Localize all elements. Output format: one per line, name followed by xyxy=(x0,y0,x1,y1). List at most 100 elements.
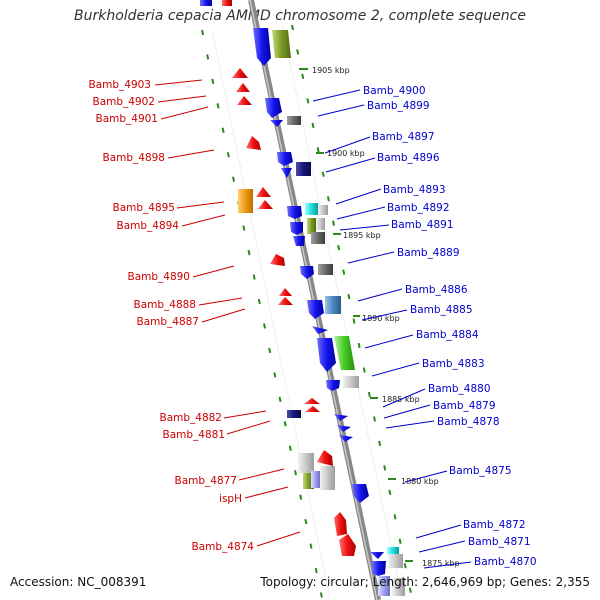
gene-glyph-bamb-4891[interactable] xyxy=(307,218,316,234)
gene-glyph[interactable] xyxy=(296,162,311,176)
gene-label[interactable]: Bamb_4877 xyxy=(174,475,237,487)
guide-lines xyxy=(211,24,403,599)
gene-label[interactable]: Bamb_4879 xyxy=(433,400,496,412)
outer-track-left xyxy=(201,29,323,599)
gene-label[interactable]: Bamb_4872 xyxy=(463,519,526,531)
gene-glyph-bamb-4880[interactable] xyxy=(334,414,348,421)
gene-label[interactable]: Bamb_4891 xyxy=(391,219,454,231)
gene-glyph[interactable] xyxy=(270,120,283,127)
gene-glyph[interactable] xyxy=(320,466,335,490)
gene-glyph-bamb-4874[interactable] xyxy=(334,512,347,536)
gene-glyph-bamb-4900[interactable] xyxy=(253,28,271,66)
gene-glyph[interactable] xyxy=(304,398,320,404)
gene-glyph-bamb-4888[interactable] xyxy=(279,288,292,296)
gene-label[interactable]: Bamb_4894 xyxy=(116,220,179,232)
gene-glyph-bamb-4886[interactable] xyxy=(307,300,324,319)
gene-glyph-bamb-4883[interactable] xyxy=(326,380,340,391)
gene-glyph-bamb-4893[interactable] xyxy=(287,206,302,219)
gene-label[interactable]: Bamb_4902 xyxy=(92,96,155,108)
gene-glyph[interactable] xyxy=(316,218,325,230)
gene-glyph-bamb-4894[interactable] xyxy=(258,200,273,209)
gene-glyph-bamb-4884[interactable] xyxy=(317,338,336,372)
gene-label[interactable]: Bamb_4893 xyxy=(383,184,446,196)
gene-glyph-bamb-4895[interactable] xyxy=(238,189,253,213)
gene-glyph[interactable] xyxy=(318,264,333,275)
gene-label[interactable]: Bamb_4883 xyxy=(422,358,485,370)
gene-glyph-bamb-4875[interactable] xyxy=(352,484,369,503)
gene-label[interactable]: Bamb_4892 xyxy=(387,202,450,214)
gene-glyph[interactable] xyxy=(312,326,328,334)
gene-label[interactable]: Bamb_4880 xyxy=(428,383,491,395)
gene-glyph-isph[interactable] xyxy=(311,471,320,488)
gene-glyph[interactable] xyxy=(290,222,303,235)
gene-glyph-bamb-4879[interactable] xyxy=(337,425,351,432)
gene-label[interactable]: Bamb_4874 xyxy=(191,541,254,553)
gene-glyph-bamb-4890[interactable] xyxy=(270,254,285,266)
gene-glyph[interactable] xyxy=(311,232,325,244)
gene-glyph[interactable] xyxy=(343,376,359,388)
gene-glyph[interactable] xyxy=(387,547,399,555)
scale-mark: 1880 kbp xyxy=(388,477,439,486)
gene-label[interactable]: Bamb_4901 xyxy=(95,113,158,125)
gene-label[interactable]: Bamb_4884 xyxy=(416,329,479,341)
gene-label[interactable]: Bamb_4878 xyxy=(437,416,500,428)
gene-glyph[interactable] xyxy=(272,30,291,58)
gene-label[interactable]: Bamb_4881 xyxy=(162,429,225,441)
gene-glyph-bamb-4899[interactable] xyxy=(265,98,282,118)
gene-glyph-bamb-4870[interactable] xyxy=(388,554,403,568)
gene-label[interactable]: Bamb_4898 xyxy=(102,152,165,164)
gene-glyph[interactable] xyxy=(222,0,232,6)
gene-label[interactable]: Bamb_4887 xyxy=(136,316,199,328)
gene-glyph-bamb-4901[interactable] xyxy=(237,96,252,105)
gene-glyph[interactable] xyxy=(339,534,356,556)
gene-glyph-bamb-4882[interactable] xyxy=(305,406,320,412)
gene-label[interactable]: Bamb_4899 xyxy=(367,100,430,112)
gene-label[interactable]: Bamb_4888 xyxy=(133,299,196,311)
scale-label: 1905 kbp xyxy=(312,66,350,75)
gene-glyph[interactable] xyxy=(293,236,305,246)
gene-glyph-bamb-4871[interactable] xyxy=(372,561,386,576)
gene-glyph[interactable] xyxy=(392,578,405,596)
gene-glyph-bamb-4887[interactable] xyxy=(278,297,293,305)
gene-glyph[interactable] xyxy=(334,336,355,370)
gene-label[interactable]: ispH xyxy=(219,493,242,505)
gene-glyph-bamb-4878[interactable] xyxy=(339,435,353,442)
gene-glyph-bamb-4903[interactable] xyxy=(232,68,248,78)
gene-label[interactable]: Bamb_4871 xyxy=(468,536,531,548)
gene-label[interactable]: Bamb_4875 xyxy=(449,465,512,477)
gene-glyph-bamb-4889[interactable] xyxy=(300,266,314,279)
gene-glyph-bamb-4896[interactable] xyxy=(277,152,293,166)
gene-label[interactable]: Bamb_4896 xyxy=(377,152,440,164)
gene-glyph[interactable] xyxy=(287,116,301,125)
gene-label[interactable]: Bamb_4886 xyxy=(405,284,468,296)
gene-glyph-bamb-4885[interactable] xyxy=(325,296,341,314)
gene-label[interactable]: Bamb_4903 xyxy=(88,79,151,91)
gene-glyph[interactable] xyxy=(298,453,314,473)
reverse-labels: Bamb_4903 Bamb_4902 Bamb_4901 Bamb_4898 … xyxy=(88,79,254,553)
scale-label: 1900 kbp xyxy=(327,149,365,158)
gene-label[interactable]: Bamb_4882 xyxy=(159,412,222,424)
gene-glyph[interactable] xyxy=(378,576,390,596)
gene-glyph-bamb-4892[interactable] xyxy=(305,203,318,215)
gene-glyph-bamb-4872[interactable] xyxy=(370,552,384,559)
gene-glyph-bamb-4877[interactable] xyxy=(317,450,333,466)
gene-label[interactable]: Bamb_4885 xyxy=(410,304,473,316)
gene-label[interactable]: Bamb_4890 xyxy=(127,271,190,283)
scale-mark: 1900 kbp xyxy=(316,149,365,158)
gene-glyph[interactable] xyxy=(318,205,328,215)
gene-label[interactable]: Bamb_4870 xyxy=(474,556,537,568)
gene-label[interactable]: Bamb_4889 xyxy=(397,247,460,259)
gene-label[interactable]: Bamb_4900 xyxy=(363,85,426,97)
scale-mark: 1905 kbp xyxy=(299,66,350,75)
gene-glyph-bamb-4902[interactable] xyxy=(236,83,250,92)
gene-glyph[interactable] xyxy=(200,0,212,6)
gene-glyph-bamb-4881[interactable] xyxy=(287,410,301,418)
gene-glyph[interactable] xyxy=(256,187,271,197)
gene-glyph[interactable] xyxy=(303,473,314,489)
gene-label[interactable]: Bamb_4895 xyxy=(112,202,175,214)
gene-label[interactable]: Bamb_4897 xyxy=(372,131,435,143)
scale-mark: 1875 kbp xyxy=(405,559,460,568)
gene-glyph-bamb-4898[interactable] xyxy=(246,136,261,150)
gene-glyph[interactable] xyxy=(281,168,292,178)
